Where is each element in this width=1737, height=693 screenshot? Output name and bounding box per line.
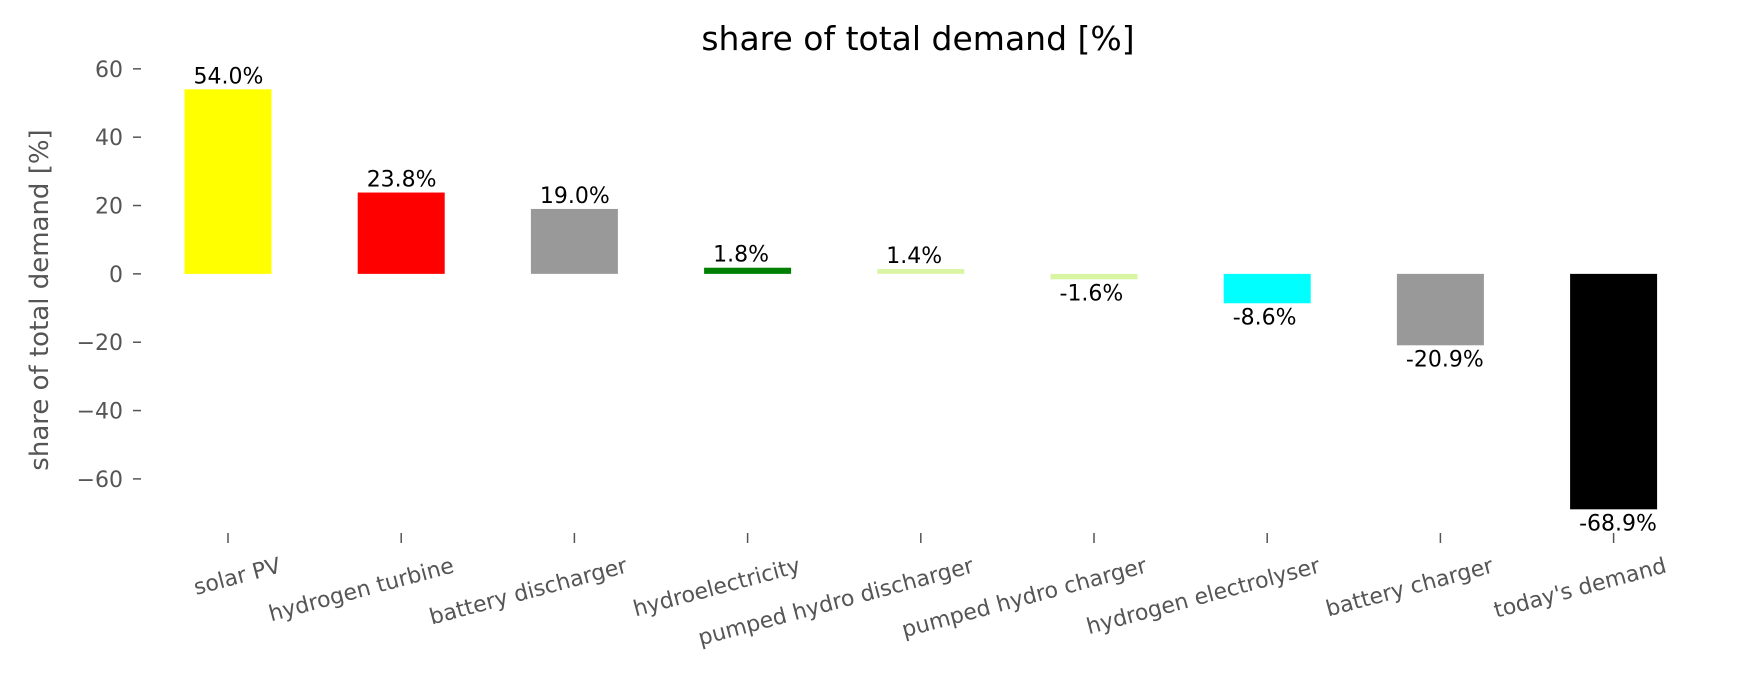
data-label: -68.9% [1579,511,1657,536]
x-tick-label: solar PV [191,554,283,601]
data-label: 54.0% [194,64,264,89]
data-label: 1.4% [886,244,942,269]
x-tick-label: hydrogen turbine [266,554,457,627]
bar [1570,273,1658,510]
x-tick-label: pumped hydro discharger [696,553,978,651]
bar [357,192,445,274]
bar [1396,273,1484,346]
y-tick-label: −20 [77,331,123,356]
y-tick-label: 20 [95,195,123,220]
y-tick-label: −60 [77,468,123,493]
bar [1050,273,1138,280]
y-tick-label: 60 [95,58,123,83]
data-label: 19.0% [540,184,610,209]
data-label: 1.8% [713,243,769,268]
data-label: -8.6% [1233,305,1297,330]
bar [530,208,618,274]
bars: 54.0% 23.8% 19.0% 1.8% 1.4% -1.6% -8.6% -20.9% -… [184,64,1658,536]
y-axis-label: share of total demand [%] [25,129,55,470]
y-tick-label: −40 [77,400,123,425]
bar [1223,273,1311,304]
y-tick-label: 0 [109,263,123,288]
chart-title: share of total demand [%] [701,19,1134,58]
x-tick-label: today's demand [1491,554,1669,624]
data-label: -20.9% [1406,347,1484,372]
data-label: 23.8% [367,168,437,193]
y-axis: 60 40 20 0 −20 −40 −60 [77,58,141,493]
bar [184,89,272,274]
x-tick-label: battery discharger [427,553,631,630]
y-tick-label: 40 [95,126,123,151]
x-tick-label: battery charger [1323,553,1497,622]
data-label: -1.6% [1060,281,1124,306]
bar [877,269,965,274]
bar [704,267,792,274]
